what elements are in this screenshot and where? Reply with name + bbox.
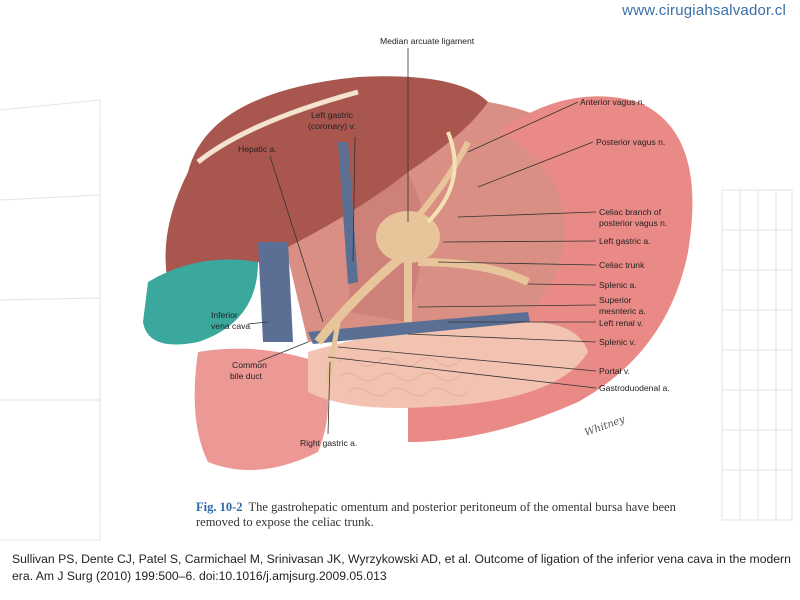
label-celiac-trunk: Celiac trunk [599, 260, 645, 270]
inferior-vena-cava [258, 242, 293, 342]
figure-number: Fig. 10-2 [196, 500, 243, 514]
splenic-artery [417, 258, 530, 286]
label-common-bile-duct-line1: Common [232, 360, 267, 370]
label-left-gastric-v-line1: Left gastric [311, 110, 354, 120]
splenic-vein [308, 312, 530, 344]
celiac-trunk-node [376, 211, 440, 263]
label-anterior-vagus: Anterior vagus n. [580, 97, 645, 107]
leader-lines [247, 48, 597, 435]
vagus-nerve [426, 131, 457, 224]
label-celiac-branch-line1: Celiac branch of [599, 207, 662, 217]
anatomy-illustration: Median arcuate ligament Anterior vagus n… [143, 36, 693, 470]
label-left-renal-v: Left renal v. [599, 318, 643, 328]
label-common-bile-duct-line2: bile duct [230, 371, 263, 381]
label-ivc-line2: vena cava [211, 321, 250, 331]
citation-text: Sullivan PS, Dente CJ, Patel S, Carmicha… [12, 552, 791, 583]
liver [165, 76, 488, 283]
label-left-gastric-a: Left gastric a. [599, 236, 651, 246]
anatomy-figure: Median arcuate ligament Anterior vagus n… [108, 22, 714, 542]
site-watermark: www.cirugiahsalvador.cl [622, 2, 786, 19]
label-gastroduodenal-a: Gastroduodenal a. [599, 383, 670, 393]
label-median-arcuate-ligament: Median arcuate ligament [380, 36, 475, 46]
label-ivc-line1: Inferior [211, 310, 238, 320]
label-hepatic-a: Hepatic a. [238, 144, 277, 154]
label-splenic-v: Splenic v. [599, 337, 636, 347]
gallbladder [143, 259, 258, 345]
left-gastric-artery [410, 140, 471, 224]
duodenum [194, 348, 328, 470]
label-right-gastric-a: Right gastric a. [300, 438, 357, 448]
pancreas [308, 322, 588, 408]
liver-edge [196, 89, 359, 164]
figure-caption-text: The gastrohepatic omentum and posterior … [196, 500, 676, 529]
artist-signature: Whitney [583, 414, 627, 439]
label-celiac-branch-line2: posterior vagus n. [599, 218, 667, 228]
label-posterior-vagus: Posterior vagus n. [596, 137, 665, 147]
label-superior-mesenteric-line2: mesnteric a. [599, 306, 646, 316]
label-portal-v: Portal v. [599, 366, 630, 376]
label-splenic-a: Splenic a. [599, 280, 637, 290]
hepatic-artery [314, 248, 411, 345]
label-superior-mesenteric-line1: Superior [599, 295, 632, 305]
label-left-gastric-v-line2: (coronary) v. [308, 121, 356, 131]
